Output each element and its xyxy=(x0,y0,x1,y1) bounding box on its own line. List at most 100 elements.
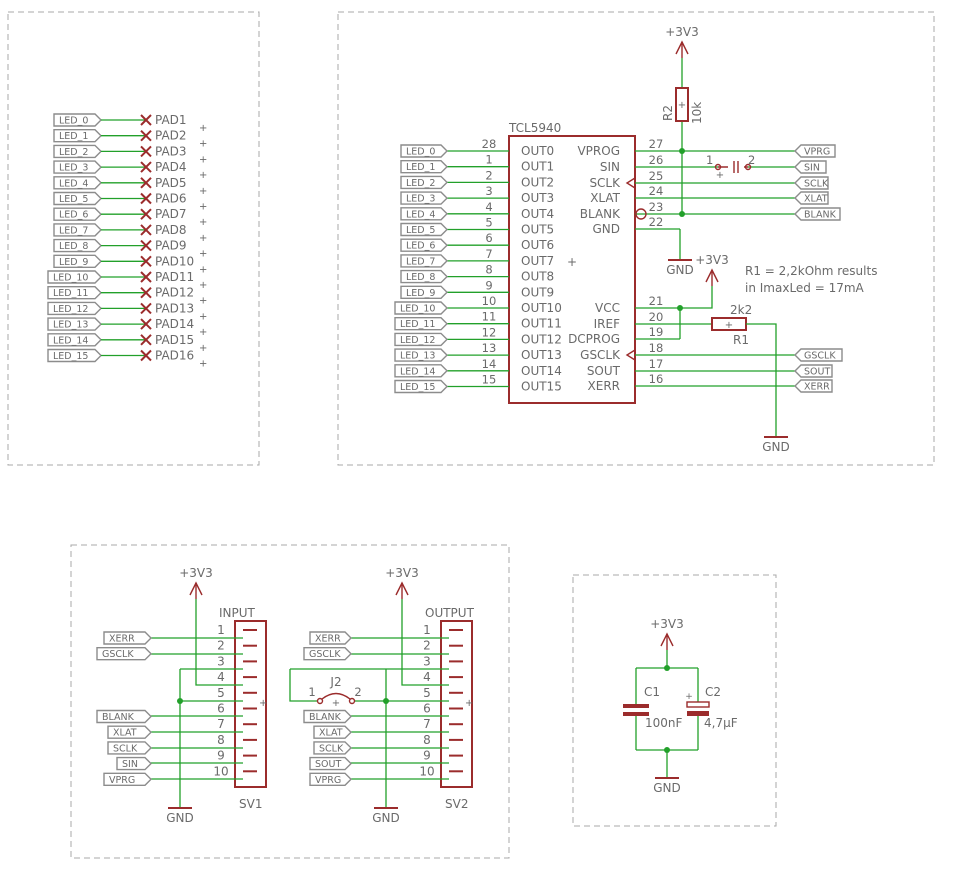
net-label xyxy=(394,364,448,378)
net-label xyxy=(53,144,102,159)
net-label xyxy=(303,647,352,661)
junction-dot xyxy=(664,665,670,671)
ic-pin-name: SCLK xyxy=(589,176,621,190)
ic-pin-name: OUT6 xyxy=(521,238,554,252)
ic-pin-number: 23 xyxy=(649,200,664,214)
header-pin-number: 9 xyxy=(217,749,225,763)
ic-pin-number: 28 xyxy=(482,137,497,151)
net-label xyxy=(400,207,448,221)
jumper-pin-number: 2 xyxy=(748,153,755,167)
net-label xyxy=(107,725,152,739)
vcc-wire xyxy=(680,286,713,309)
ic-pin-name: OUT10 xyxy=(521,301,562,315)
pad-label: PAD14 xyxy=(155,317,194,331)
net-label xyxy=(53,176,102,190)
header-pin-number: 8 xyxy=(423,733,431,747)
pad-x-icon xyxy=(140,239,152,252)
c1-plate-icon xyxy=(623,704,649,708)
net-label xyxy=(794,207,841,221)
junction-dot xyxy=(679,211,685,217)
net-label-text: LED_6 xyxy=(406,241,435,252)
clock-input-icon xyxy=(625,177,636,189)
header-pin-number: 2 xyxy=(423,639,431,653)
pad-label: PAD13 xyxy=(155,301,194,315)
header-name: SV2 xyxy=(445,797,468,811)
net-label-text: LED_10 xyxy=(400,304,435,315)
r1-origin: + xyxy=(725,320,733,331)
net-label-text: LED_1 xyxy=(59,131,88,142)
header-body xyxy=(440,620,473,788)
ic-pin-number: 21 xyxy=(649,294,664,308)
r1-name: R1 xyxy=(733,333,749,347)
ic-pin-number: 13 xyxy=(482,341,497,355)
c1-value: 100nF xyxy=(645,716,683,730)
net-label xyxy=(103,772,152,786)
ic-pin-name: OUT13 xyxy=(521,348,562,362)
net-label-text: LED_14 xyxy=(400,366,435,377)
ic-pin-name: OUT4 xyxy=(521,207,554,221)
net-label-text: LED_3 xyxy=(59,163,88,174)
ic-name: TCL5940 xyxy=(508,121,561,135)
header-pin-number: 5 xyxy=(217,686,225,700)
pad-x-icon xyxy=(140,129,152,142)
net-label xyxy=(400,159,448,174)
header-pin-number: 10 xyxy=(419,764,434,778)
pad-plus: + xyxy=(199,170,207,181)
net-label-text: LED_4 xyxy=(59,178,88,189)
header-pin-number: 6 xyxy=(423,702,431,716)
net-label xyxy=(47,348,102,363)
ic-pin-number: 24 xyxy=(649,184,664,198)
pad-label: PAD1 xyxy=(155,113,187,127)
net-label-text: LED_6 xyxy=(59,210,88,221)
driver-frame xyxy=(337,11,935,466)
supply-label: +3V3 xyxy=(665,25,699,39)
supply-wire xyxy=(195,599,243,686)
header-pin-number: 5 xyxy=(423,686,431,700)
net-label-text: LED_12 xyxy=(53,304,88,315)
clock-input-icon xyxy=(625,349,636,361)
ic-pin-number: 19 xyxy=(649,325,664,339)
ic-pin-number: 1 xyxy=(485,153,492,167)
r2-value: 10k xyxy=(690,102,704,124)
ic-pin-name: VPROG xyxy=(577,144,620,158)
pad-label: PAD9 xyxy=(155,239,187,253)
jumper-origin: + xyxy=(716,170,724,181)
net-label-text: SIN xyxy=(122,759,138,770)
net-label-text: XLAT xyxy=(804,194,828,205)
net-label-text: LED_15 xyxy=(400,382,435,393)
net-label-text: LED_13 xyxy=(400,351,435,362)
net-label-text: LED_9 xyxy=(59,257,88,268)
ic-pin-number: 5 xyxy=(485,216,492,230)
j2-pad-icon xyxy=(348,697,356,705)
net-label xyxy=(794,348,843,362)
ic-pin-number: 3 xyxy=(485,184,492,198)
net-label xyxy=(394,332,448,347)
ic-pin-number: 8 xyxy=(485,263,492,277)
pad-label: PAD2 xyxy=(155,129,187,143)
header-pin-number: 10 xyxy=(213,764,228,778)
ic-pin-name: OUT0 xyxy=(521,144,554,158)
net-label-text: GSCLK xyxy=(804,351,836,362)
ic-pin-number: 7 xyxy=(485,247,492,261)
header-pin-number: 6 xyxy=(217,702,225,716)
pad-plus: + xyxy=(199,154,207,165)
junction-dot xyxy=(664,747,670,753)
net-label xyxy=(96,647,152,661)
net-label-text: XLAT xyxy=(113,728,137,739)
net-label xyxy=(53,160,102,174)
ic-pin-number: 12 xyxy=(482,325,497,339)
ic-pin-name: OUT12 xyxy=(521,332,562,346)
ic-pin-number: 6 xyxy=(485,231,492,245)
pad-x-icon xyxy=(140,161,152,173)
ic-pin-number: 20 xyxy=(649,310,664,324)
header-pin-number: 1 xyxy=(217,623,225,637)
net-label-text: LED_0 xyxy=(406,147,435,158)
net-label-text: LED_9 xyxy=(406,288,435,299)
pad-label: PAD6 xyxy=(155,192,187,206)
header-origin: + xyxy=(259,698,267,709)
header-pin-number: 7 xyxy=(217,717,225,731)
ic-origin: + xyxy=(567,255,577,269)
ic-pin-number: 15 xyxy=(482,373,497,387)
j2-origin: + xyxy=(332,698,340,709)
